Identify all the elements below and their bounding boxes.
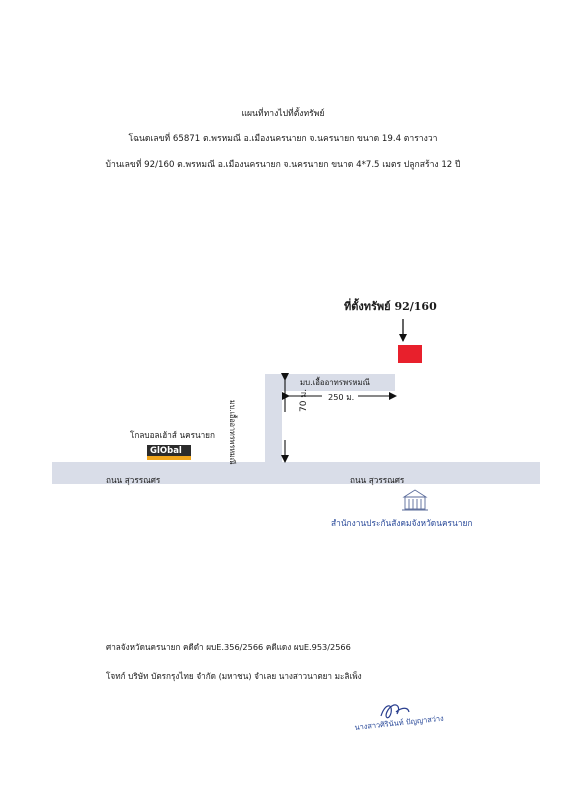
signature	[380, 704, 410, 719]
main-road	[52, 462, 540, 484]
soi-horizontal-road	[265, 374, 395, 391]
deed-info-line: โฉนดเลขที่ 65871 ต.พรหมณี อ.เมืองนครนายก…	[128, 134, 438, 144]
building-icon	[402, 489, 428, 511]
parties-line: โจทก์ บริษัท บัตรกรุงไทย จำกัด (มหาชน) จ…	[106, 671, 362, 681]
office-label: สำนักงานประกันสังคมจังหวัดนครนายก	[331, 518, 473, 528]
main-road-label-left: ถนน สุวรรณศร	[106, 475, 161, 485]
soi-name-vertical-label: มบ.เอื้ออาทรพรหมณี	[228, 400, 237, 465]
main-road-label-right: ถนน สุวรรณศร	[350, 475, 405, 485]
property-marker	[398, 345, 422, 363]
distance-vertical-label: 70 ม.	[299, 388, 309, 412]
house-info-line: บ้านเลขที่ 92/160 ต.พรหมณี อ.เมืองนครนาย…	[105, 160, 461, 170]
page-title: แผนที่ทางไปที่ตั้งทรัพย์	[241, 109, 325, 119]
soi-name-label: มบ.เอื้ออาทรพรหมณี	[300, 378, 370, 387]
distance-horizontal-label: 250 ม.	[328, 392, 355, 402]
globalhouse-logo-stripe	[147, 456, 191, 460]
property-label: ที่ตั้งทรัพย์ 92/160	[344, 300, 437, 313]
court-case-line: ศาลจังหวัดนครนายก คดีดำ ผบE.356/2566 คดี…	[106, 642, 351, 652]
soi-vertical-road	[265, 374, 282, 463]
store-label: โกลบอลเฮ้าส์ นครนายก	[130, 430, 215, 440]
store-logo-text: GlObal	[150, 446, 182, 456]
